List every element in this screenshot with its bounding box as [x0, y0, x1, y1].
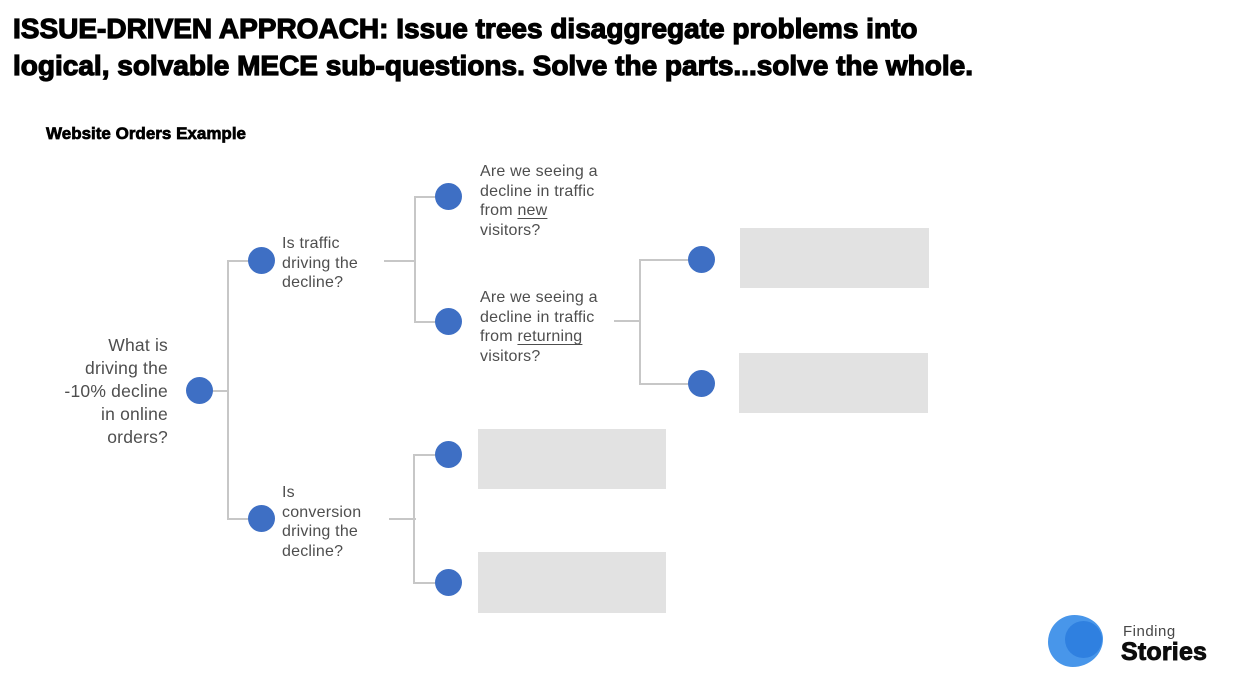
root-question-line: in online: [101, 404, 168, 424]
new-visitors-question-line: Are we seeing a: [480, 163, 598, 180]
finding-stories-logo-inner-circle-icon: [1065, 621, 1102, 658]
slide-title-line-2: logical, solvable MECE sub-questions. So…: [12, 49, 973, 81]
new-visitors-question-line: decline in traffic: [480, 182, 595, 200]
tree-node-returning-visitors: [435, 308, 462, 335]
connector-conversion-stub: [227, 518, 250, 520]
returning-visitors-underlined-word: returning: [517, 328, 583, 345]
root-question-line: driving the: [85, 358, 168, 378]
conversion-question-line: Is: [282, 484, 295, 501]
returning-visitors-question-line: from returning: [480, 327, 598, 347]
root-question-line: -10% decline: [64, 381, 168, 401]
tree-node-new-visitors: [435, 183, 462, 210]
slide-title-line-1: ISSUE-DRIVEN APPROACH: Issue trees disag…: [12, 12, 918, 44]
connector-traffic-horizontal: [384, 260, 416, 262]
connector-returning-horizontal: [614, 320, 641, 322]
root-question: What is driving the -10% decline in onli…: [48, 334, 168, 449]
returning-visitors-question-line: decline in traffic: [480, 308, 595, 326]
traffic-question-line: Is traffic: [282, 235, 340, 252]
tree-node-conversion-child-top: [435, 441, 462, 468]
tree-node-returning-child-top: [688, 246, 715, 273]
logo-text-finding: Finding: [1123, 623, 1176, 640]
connector-right-bottom-stub: [639, 383, 690, 385]
new-visitors-question-prefix: from: [480, 202, 518, 219]
conversion-question-line: conversion: [282, 503, 362, 521]
connector-mid-top-stub: [413, 454, 437, 456]
placeholder-box-mid-bottom: [478, 552, 666, 613]
returning-visitors-question-prefix: from: [480, 328, 518, 345]
connector-returning-visitors-stub: [414, 321, 437, 323]
connector-right-top-stub: [639, 259, 690, 261]
new-visitors-question-line: visitors?: [480, 221, 541, 239]
root-question-line: orders?: [107, 427, 168, 447]
conversion-question-line: decline?: [282, 542, 344, 560]
tree-node-traffic: [248, 247, 275, 274]
connector-mid-bottom-stub: [413, 582, 437, 584]
tree-node-returning-child-bottom: [688, 370, 715, 397]
conversion-question-line: driving the: [282, 523, 359, 540]
placeholder-box-right-bottom: [739, 353, 928, 413]
logo-text-stories: Stories: [1121, 638, 1208, 667]
root-question-line: What is: [108, 335, 168, 355]
connector-conversion-horizontal: [389, 518, 416, 520]
new-visitors-question: Are we seeing a decline in traffic from …: [480, 162, 598, 240]
returning-visitors-question: Are we seeing a decline in traffic from …: [480, 288, 598, 366]
connector-conversion-children-vertical: [413, 454, 415, 584]
returning-visitors-question-line: Are we seeing a: [480, 289, 598, 306]
tree-node-root: [186, 377, 213, 404]
traffic-question: Is traffic driving the decline?: [282, 234, 358, 293]
connector-new-visitors-stub: [414, 196, 437, 198]
placeholder-box-mid-top: [478, 429, 666, 489]
tree-node-conversion: [248, 505, 275, 532]
traffic-question-line: decline?: [282, 274, 344, 291]
connector-traffic-children-vertical: [414, 196, 416, 323]
placeholder-box-right-top: [740, 228, 929, 288]
new-visitors-question-line: from new: [480, 201, 598, 221]
traffic-question-line: driving the: [282, 254, 359, 272]
example-subtitle: Website Orders Example: [46, 124, 247, 144]
connector-traffic-stub: [227, 260, 250, 262]
new-visitors-underlined-word: new: [517, 202, 548, 219]
connector-returning-children-vertical: [639, 259, 641, 385]
connector-level1-vertical: [227, 260, 229, 520]
slide-title: ISSUE-DRIVEN APPROACH: Issue trees disag…: [12, 10, 1223, 84]
returning-visitors-question-line: visitors?: [480, 347, 541, 365]
connector-root-horizontal: [211, 390, 229, 392]
tree-node-conversion-child-bottom: [435, 569, 462, 596]
conversion-question: Is conversion driving the decline?: [282, 483, 361, 561]
